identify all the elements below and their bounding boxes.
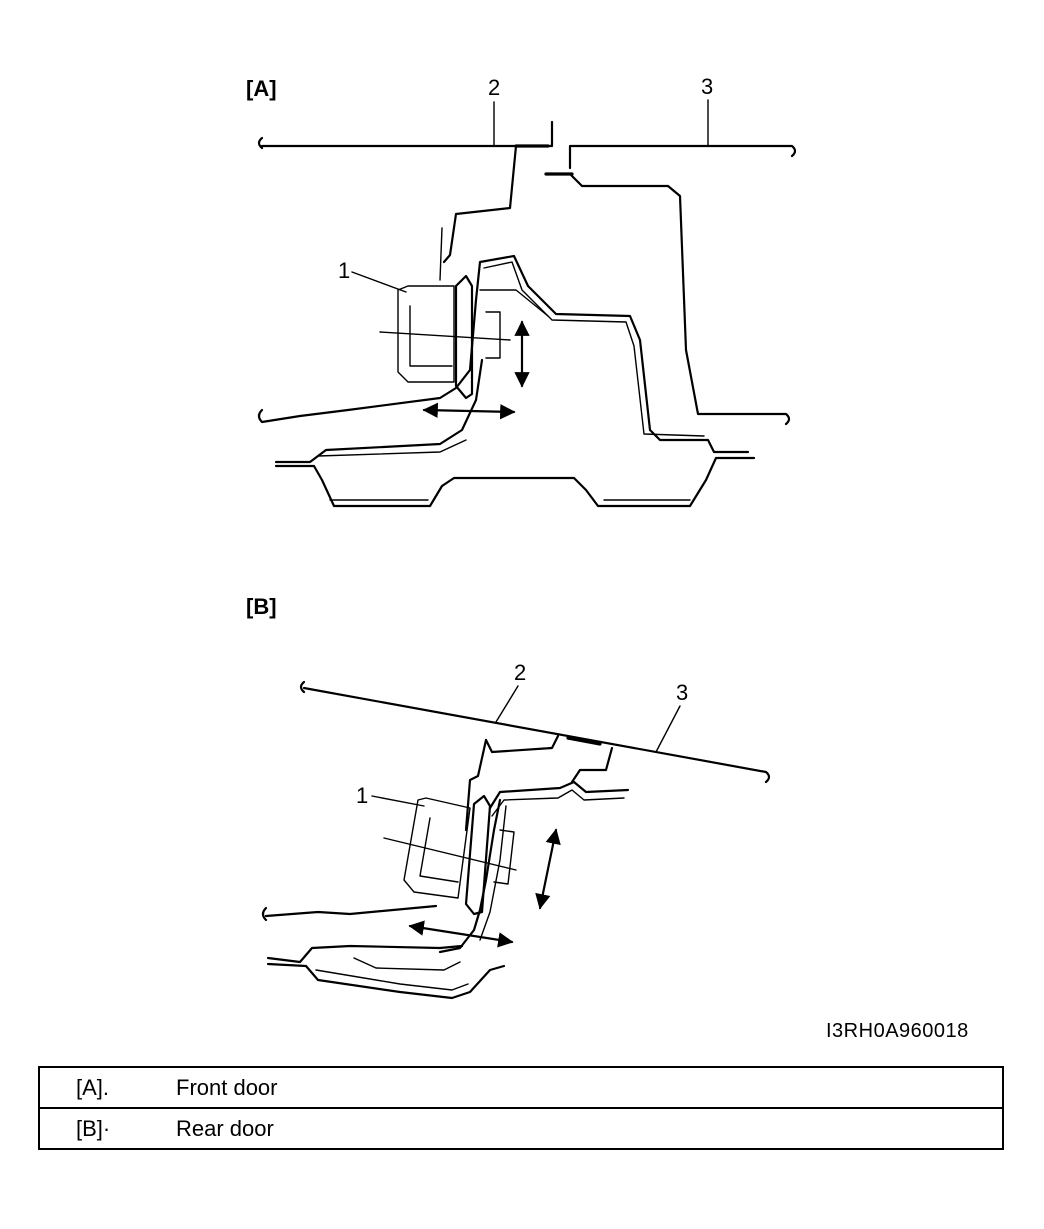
callouts-a: 1 2 3 xyxy=(338,74,713,293)
legend-key: [B]· xyxy=(39,1107,176,1149)
callout-1-a: 1 xyxy=(338,258,350,283)
callout-2-b: 2 xyxy=(514,660,526,685)
door-outer-panel-2 xyxy=(257,120,554,281)
adjustment-arrows-a xyxy=(422,320,530,420)
legend-table: [A]. Front door [B]· Rear door xyxy=(38,1066,1004,1150)
door-striker-a xyxy=(379,274,511,400)
section-b-rear-door: [B] xyxy=(246,594,771,1000)
legend-key: [A]. xyxy=(76,1074,110,1100)
callouts-b: 1 2 3 xyxy=(356,660,688,808)
body-pillar-structure-b xyxy=(261,780,630,1000)
figure-id: I3RH0A960018 xyxy=(826,1020,969,1042)
door-striker-b xyxy=(383,794,517,916)
legend-row: [B]· Rear door xyxy=(39,1107,1003,1149)
section-b-label: [B] xyxy=(246,594,277,619)
section-a-label: [A] xyxy=(246,76,277,101)
body-pillar-structure xyxy=(257,254,756,508)
door-outer-panel-2-3 xyxy=(299,680,771,832)
legend-description: Rear door xyxy=(176,1107,1003,1149)
callout-3-a: 3 xyxy=(701,74,713,99)
legend-row: [A]. Front door xyxy=(39,1067,1003,1108)
callout-2-a: 2 xyxy=(488,75,500,100)
section-a-front-door: [A] xyxy=(246,74,797,508)
adjustment-arrows-b xyxy=(408,828,561,948)
legend-description: Front door xyxy=(176,1074,278,1100)
door-outer-panel-3 xyxy=(544,144,797,426)
callout-3-b: 3 xyxy=(676,680,688,705)
callout-1-b: 1 xyxy=(356,783,368,808)
